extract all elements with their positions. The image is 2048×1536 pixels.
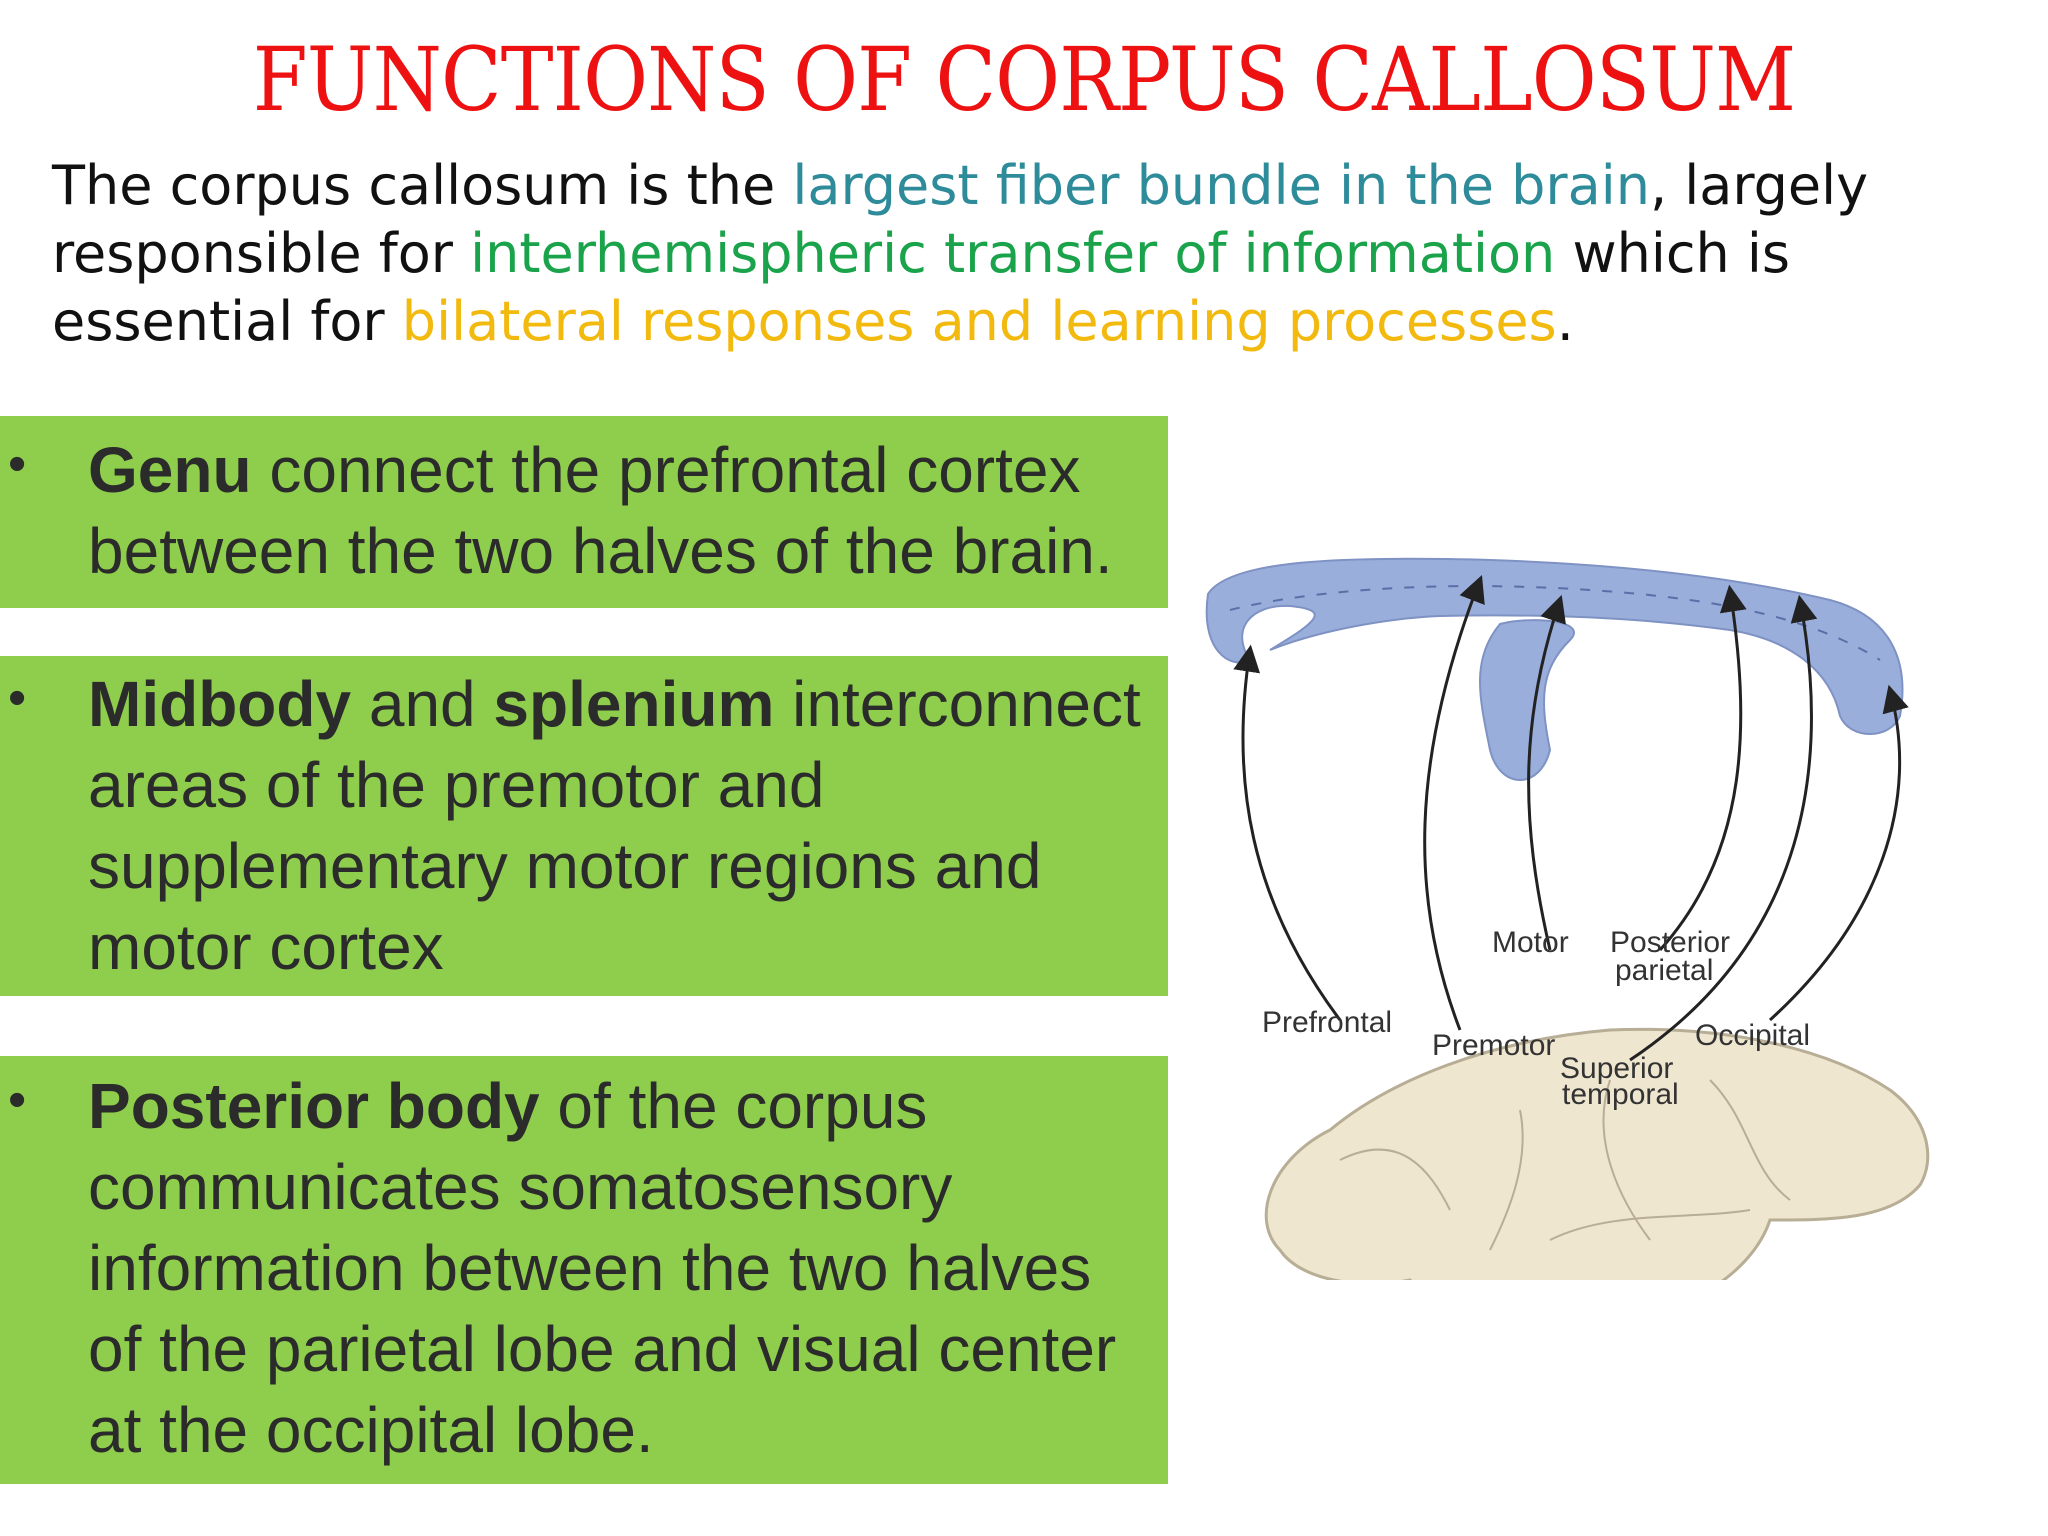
sulcus-line: [1709, 1079, 1791, 1201]
corpus-callosum-shape: [1205, 557, 1904, 781]
sulcus-line: [1602, 1079, 1651, 1241]
arrow-posterior-parietal: [1658, 584, 1747, 952]
intro-paragraph: The corpus callosum is the largest fiber…: [52, 152, 2012, 356]
sulcus-line: [1489, 1109, 1524, 1251]
page-title: FUNCTIONS OF CORPUS CALLOSUM: [252, 28, 1796, 131]
brain-shape: [1264, 1027, 1930, 1280]
posterior-body-term: Posterior body: [88, 1070, 540, 1142]
label-superior: Superior: [1560, 1052, 1673, 1085]
midbody-splenium-description: interconnect areas of the premotor and s…: [88, 668, 1141, 983]
posterior-body-description: of the corpus communicates somatosensory…: [88, 1070, 1117, 1466]
genu-description: connect the prefrontal cortex between th…: [88, 434, 1113, 587]
corpus-callosum-diagram: Prefrontal Premotor Motor Posterior pari…: [1205, 557, 1930, 1280]
posterior-body-text: Posterior body of the corpus communicate…: [88, 1066, 1160, 1471]
label-premotor: Premotor: [1432, 1029, 1555, 1062]
callosum-dashes: [1229, 585, 1881, 661]
arrow-prefrontal: [1233, 644, 1342, 1021]
posterior-body-panel: • Posterior body of the corpus communica…: [0, 1056, 1168, 1484]
label-prefrontal: Prefrontal: [1262, 1006, 1392, 1039]
sulcus-line: [1549, 1209, 1751, 1241]
bullet-dot: •: [8, 669, 27, 727]
midbody-connector: and: [351, 668, 494, 740]
midbody-splenium-text: Midbody and splenium interconnect areas …: [88, 664, 1156, 988]
intro-text-3: which is essential for: [52, 222, 1791, 353]
genu-text: Genu connect the prefrontal cortex betwe…: [88, 430, 1156, 592]
intro-highlight-fiber-bundle: largest fiber bundle in the brain: [792, 154, 1650, 217]
intro-text-2: , largely responsible for: [52, 154, 1869, 285]
callosum-fornix: [1479, 619, 1575, 781]
label-occipital: Occipital: [1695, 1019, 1810, 1052]
genu-term: Genu: [88, 434, 252, 506]
arrow-superior-temporal: [1629, 594, 1818, 1062]
bullet-dot: •: [8, 1071, 27, 1129]
midbody-splenium-panel: • Midbody and splenium interconnect area…: [0, 656, 1168, 996]
label-temporal: temporal: [1562, 1078, 1679, 1111]
arrow-motor: [1527, 594, 1566, 951]
intro-text-4: .: [1556, 290, 1574, 353]
label-posterior: Posterior: [1610, 926, 1730, 959]
bullet-dot: •: [8, 435, 27, 493]
label-parietal: parietal: [1615, 954, 1713, 987]
intro-highlight-interhemispheric: interhemispheric transfer of information: [470, 222, 1556, 285]
genu-panel: • Genu connect the prefrontal cortex bet…: [0, 416, 1168, 608]
arrow-premotor: [1423, 574, 1485, 1031]
midbody-term: Midbody: [88, 668, 352, 740]
brain-outline: [1264, 1027, 1930, 1280]
intro-highlight-bilateral: bilateral responses and learning process…: [401, 290, 1557, 353]
fiber-arrows: [1233, 574, 1909, 1062]
arrow-occipital: [1768, 684, 1909, 1022]
region-labels: Prefrontal Premotor Motor Posterior pari…: [1262, 926, 1810, 1111]
label-motor: Motor: [1492, 926, 1569, 959]
sulcus-line: [1339, 1148, 1451, 1211]
intro-text-1: The corpus callosum is the: [52, 154, 793, 217]
splenium-term: splenium: [493, 668, 775, 740]
